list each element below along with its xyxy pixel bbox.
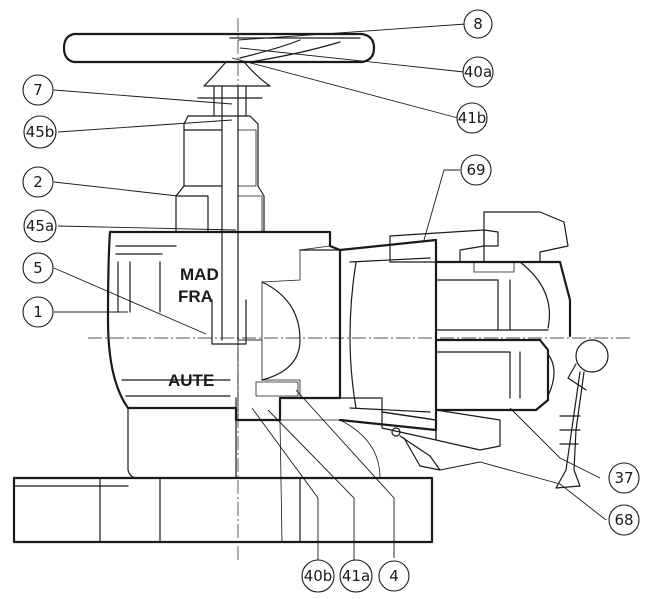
callout-label-8: 8 (473, 15, 483, 33)
callout-label-7: 7 (33, 81, 43, 99)
callout-bubble-69 (460, 154, 492, 186)
casting-text-line2: FRA (178, 287, 213, 306)
callout-bubble-68 (608, 504, 640, 536)
outlet-branch (338, 238, 438, 432)
callout-41a: 41a (339, 559, 373, 593)
callout-bubble-1 (22, 296, 54, 328)
callout-7: 7 (22, 74, 54, 106)
callout-label-5: 5 (33, 259, 43, 277)
callout-1: 1 (22, 296, 54, 328)
callout-5: 5 (22, 252, 54, 284)
callout-bubble-41a (339, 559, 373, 593)
callout-45b: 45b (23, 115, 57, 149)
callout-bubble-45b (23, 115, 57, 149)
callout-2: 2 (22, 166, 54, 198)
callout-label-69: 69 (466, 161, 485, 179)
callout-69: 69 (460, 154, 492, 186)
callout-bubble-40b (301, 559, 335, 593)
callout-68: 68 (608, 504, 640, 536)
callout-label-1: 1 (33, 303, 43, 321)
callout-bubble-7 (22, 74, 54, 106)
callout-bubble-37 (608, 462, 640, 494)
callout-label-37: 37 (614, 469, 633, 487)
callout-label-4: 4 (389, 567, 399, 585)
disc-and-seat (211, 299, 299, 421)
callout-8: 8 (463, 9, 493, 39)
bonnet (175, 115, 265, 233)
casting-text-line3: AUTE (168, 371, 214, 390)
callout-label-40b: 40b (304, 567, 333, 585)
callout-40b: 40b (301, 559, 335, 593)
callout-bubble-8 (463, 9, 493, 39)
callout-4: 4 (378, 560, 410, 592)
callout-bubble-5 (22, 252, 54, 284)
callout-label-68: 68 (614, 511, 633, 529)
callout-40a: 40a (462, 56, 494, 88)
lower-flange (12, 397, 437, 544)
leader-lines (53, 23, 607, 560)
coupling (381, 211, 572, 451)
callout-label-45b: 45b (26, 123, 55, 141)
handwheel (62, 32, 376, 87)
valve-body (106, 230, 342, 422)
cap-chain (391, 339, 609, 489)
callout-bubble-45a (23, 209, 57, 243)
callout-bubble-41b (456, 102, 488, 134)
callout-label-2: 2 (33, 173, 43, 191)
callout-label-40a: 40a (464, 63, 492, 81)
callout-37: 37 (608, 462, 640, 494)
casting-text-line1: MAD (180, 265, 219, 284)
callout-41b: 41b (456, 102, 488, 134)
body-casting-text: MAD FRA AUTE (168, 265, 219, 390)
callout-label-41a: 41a (342, 567, 370, 585)
callout-bubble-4 (378, 560, 410, 592)
callout-label-45a: 45a (26, 217, 54, 235)
callout-label-41b: 41b (458, 109, 487, 127)
callout-45a: 45a (23, 209, 57, 243)
callout-bubble-40a (462, 56, 494, 88)
callout-bubble-2 (22, 166, 54, 198)
